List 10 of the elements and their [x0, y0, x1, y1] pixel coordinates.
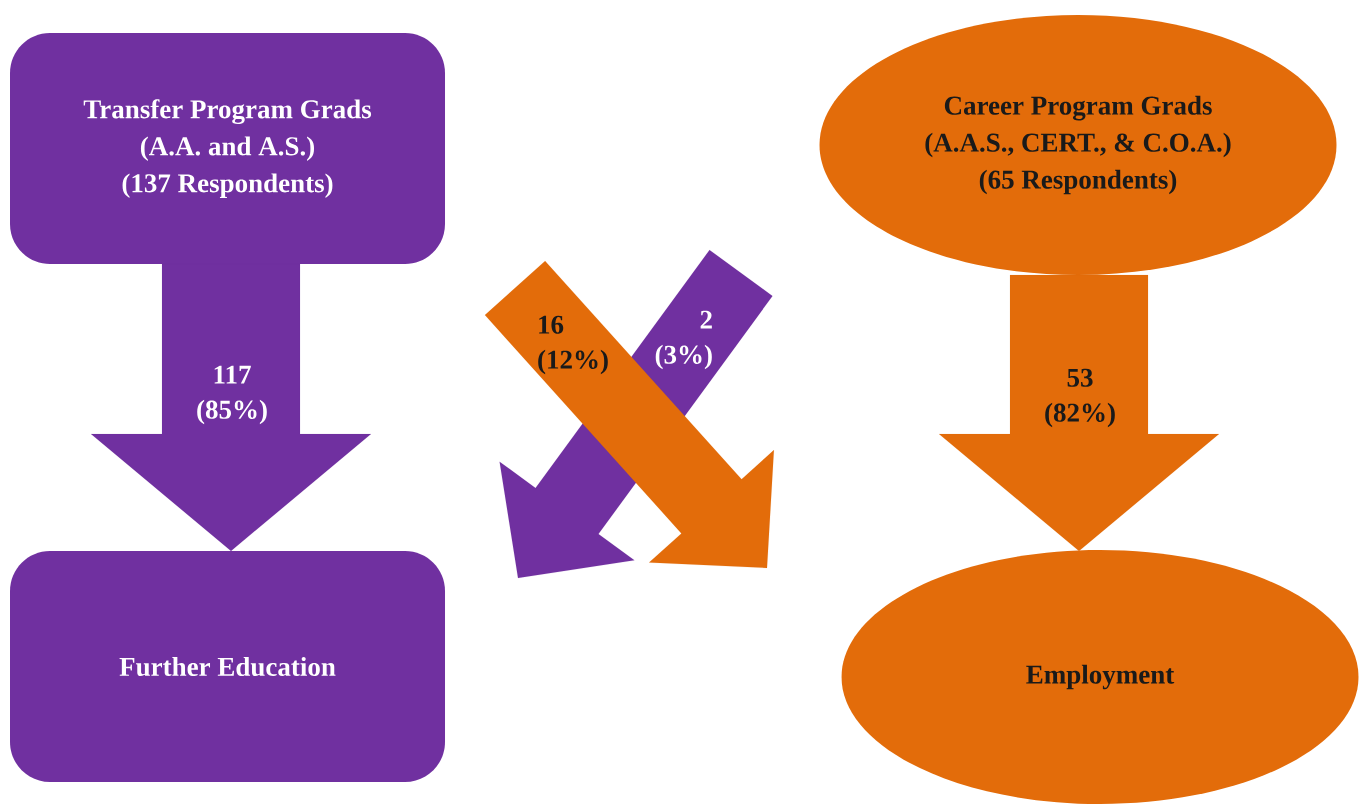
edge-label: 16 (12%) — [538, 315, 608, 375]
ellipse-node: Employment — [841, 550, 1359, 804]
rounded-box: Transfer Program Grads (A.A. and A.S.) (137 Respondents) — [10, 33, 445, 264]
edge-label: 117 (85%) — [197, 365, 267, 425]
ellipse-node: Career Program Grads (A.A.S., CERT., & C.O.A.) (65 Respondents) — [819, 15, 1337, 275]
block-arrow — [938, 274, 1220, 552]
edge-label: 2 (3%) — [655, 310, 712, 370]
edge-label: 53 (82%) — [1045, 368, 1115, 428]
block-arrow — [90, 263, 372, 552]
rounded-box: Further Education — [10, 551, 445, 782]
